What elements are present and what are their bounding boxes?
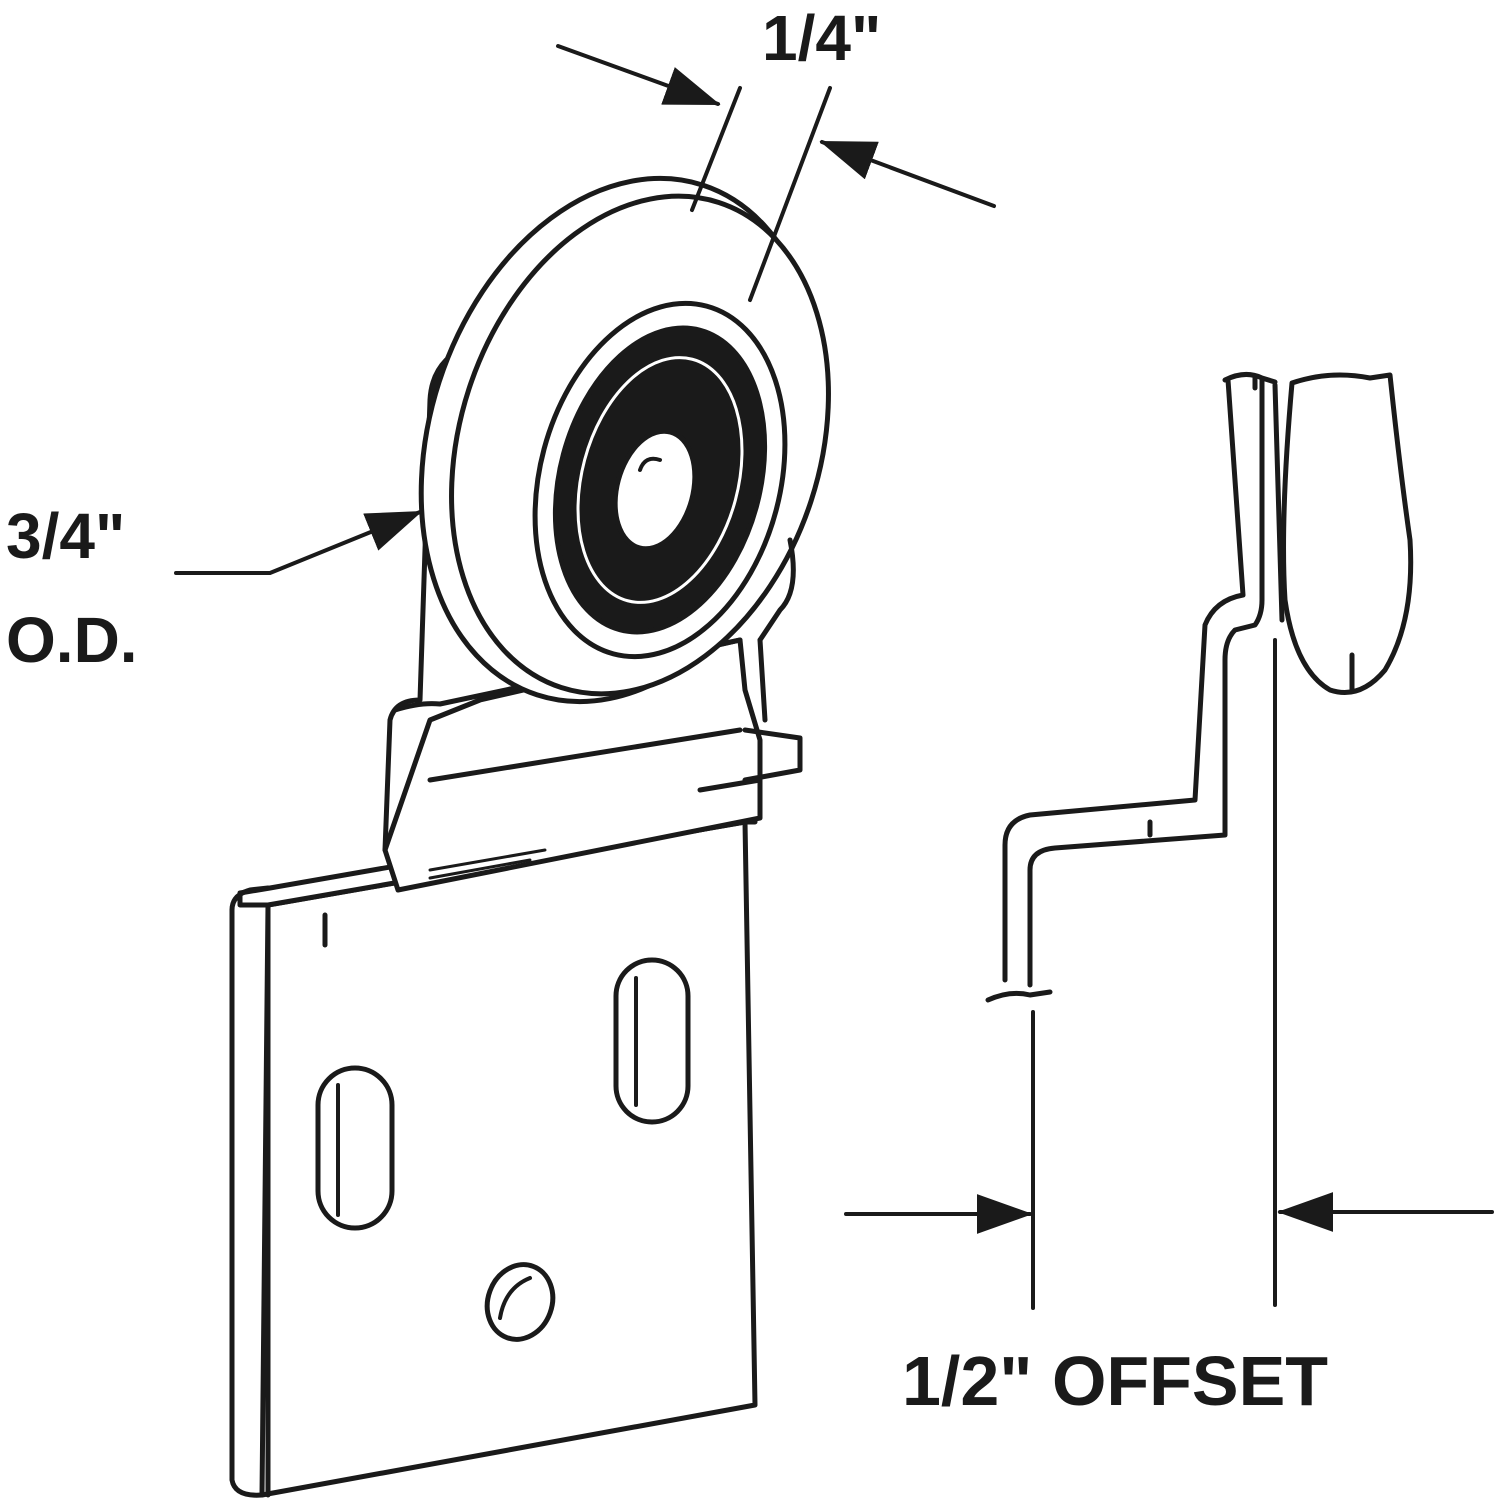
wheel-width-label: 1/4" <box>762 2 882 74</box>
outer-diameter-unit-label: O.D. <box>6 604 138 676</box>
mounting-slots <box>315 957 691 1342</box>
width-dimension <box>556 44 996 302</box>
mounting-plate <box>229 802 758 1498</box>
side-profile <box>985 372 1414 1003</box>
od-dimension <box>174 510 423 575</box>
offset-dimension <box>844 638 1494 1310</box>
roller-wheel <box>418 175 831 705</box>
slot-left <box>315 1065 395 1231</box>
axle-hole <box>612 428 698 552</box>
outer-diameter-value-label: 3/4" <box>6 500 126 572</box>
slot-right <box>613 957 691 1125</box>
offset-label: 1/2" OFFSET <box>902 1342 1329 1420</box>
screw-hole <box>484 1262 556 1342</box>
